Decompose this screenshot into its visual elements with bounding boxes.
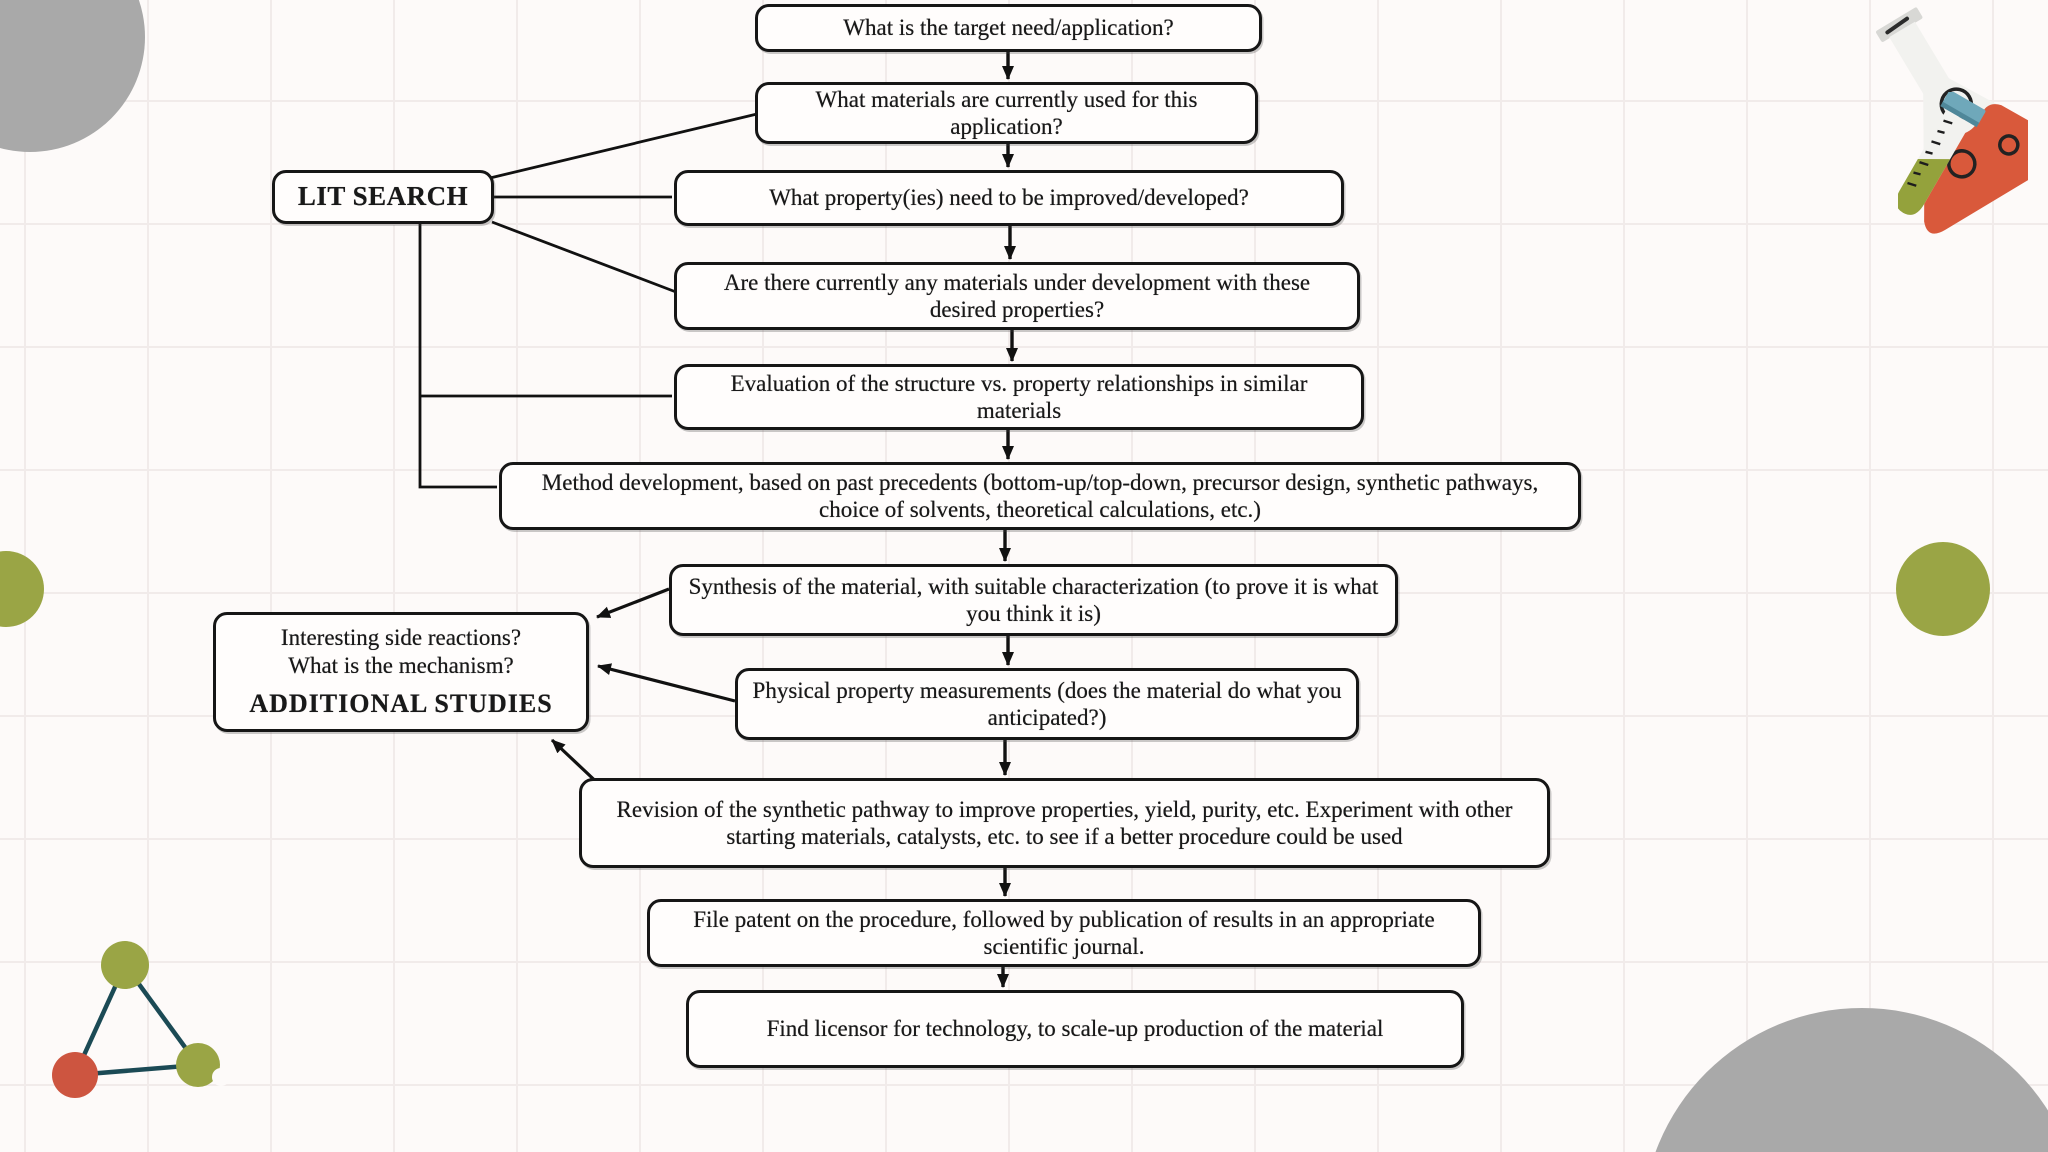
flow-box-find-licensor: Find licensor for technology, to scale-u…	[686, 990, 1464, 1068]
flow-box-method-development: Method development, based on past preced…	[499, 462, 1581, 530]
lit-search-box: LIT SEARCH	[272, 170, 494, 224]
flow-box-materials-under-development: Are there currently any materials under …	[674, 262, 1360, 330]
flow-box-property-improve: What property(ies) need to be improved/d…	[674, 170, 1344, 226]
additional-studies-question-1: Interesting side reactions?	[280, 625, 522, 651]
flow-box-synthesis: Synthesis of the material, with suitable…	[669, 564, 1398, 636]
flow-box-physical-property-measurements: Physical property measurements (does the…	[735, 668, 1359, 740]
flow-box-revision: Revision of the synthetic pathway to imp…	[579, 778, 1550, 868]
test-tube-icon	[1898, 92, 1986, 215]
additional-studies-title: ADDITIONAL STUDIES	[249, 689, 553, 719]
olive-circle-right	[1896, 542, 1990, 636]
molecule-node-red	[52, 1052, 98, 1098]
main-chain-arrows	[997, 52, 1018, 988]
flow-box-target-need: What is the target need/application?	[755, 4, 1262, 52]
test-tube-graduations	[1907, 119, 1953, 187]
molecule-node-olive-right	[176, 1043, 220, 1087]
molecule-node-olive-top	[101, 941, 149, 989]
flow-box-current-materials: What materials are currently used for th…	[755, 82, 1258, 144]
lit-search-connectors	[418, 112, 758, 489]
additional-studies-box: Interesting side reactions? What is the …	[213, 612, 589, 732]
flow-box-file-patent: File patent on the procedure, followed b…	[647, 899, 1481, 967]
molecule-icon	[52, 941, 230, 1098]
flow-box-structure-property-evaluation: Evaluation of the structure vs. property…	[674, 364, 1364, 430]
additional-studies-question-2: What is the mechanism?	[288, 652, 514, 678]
